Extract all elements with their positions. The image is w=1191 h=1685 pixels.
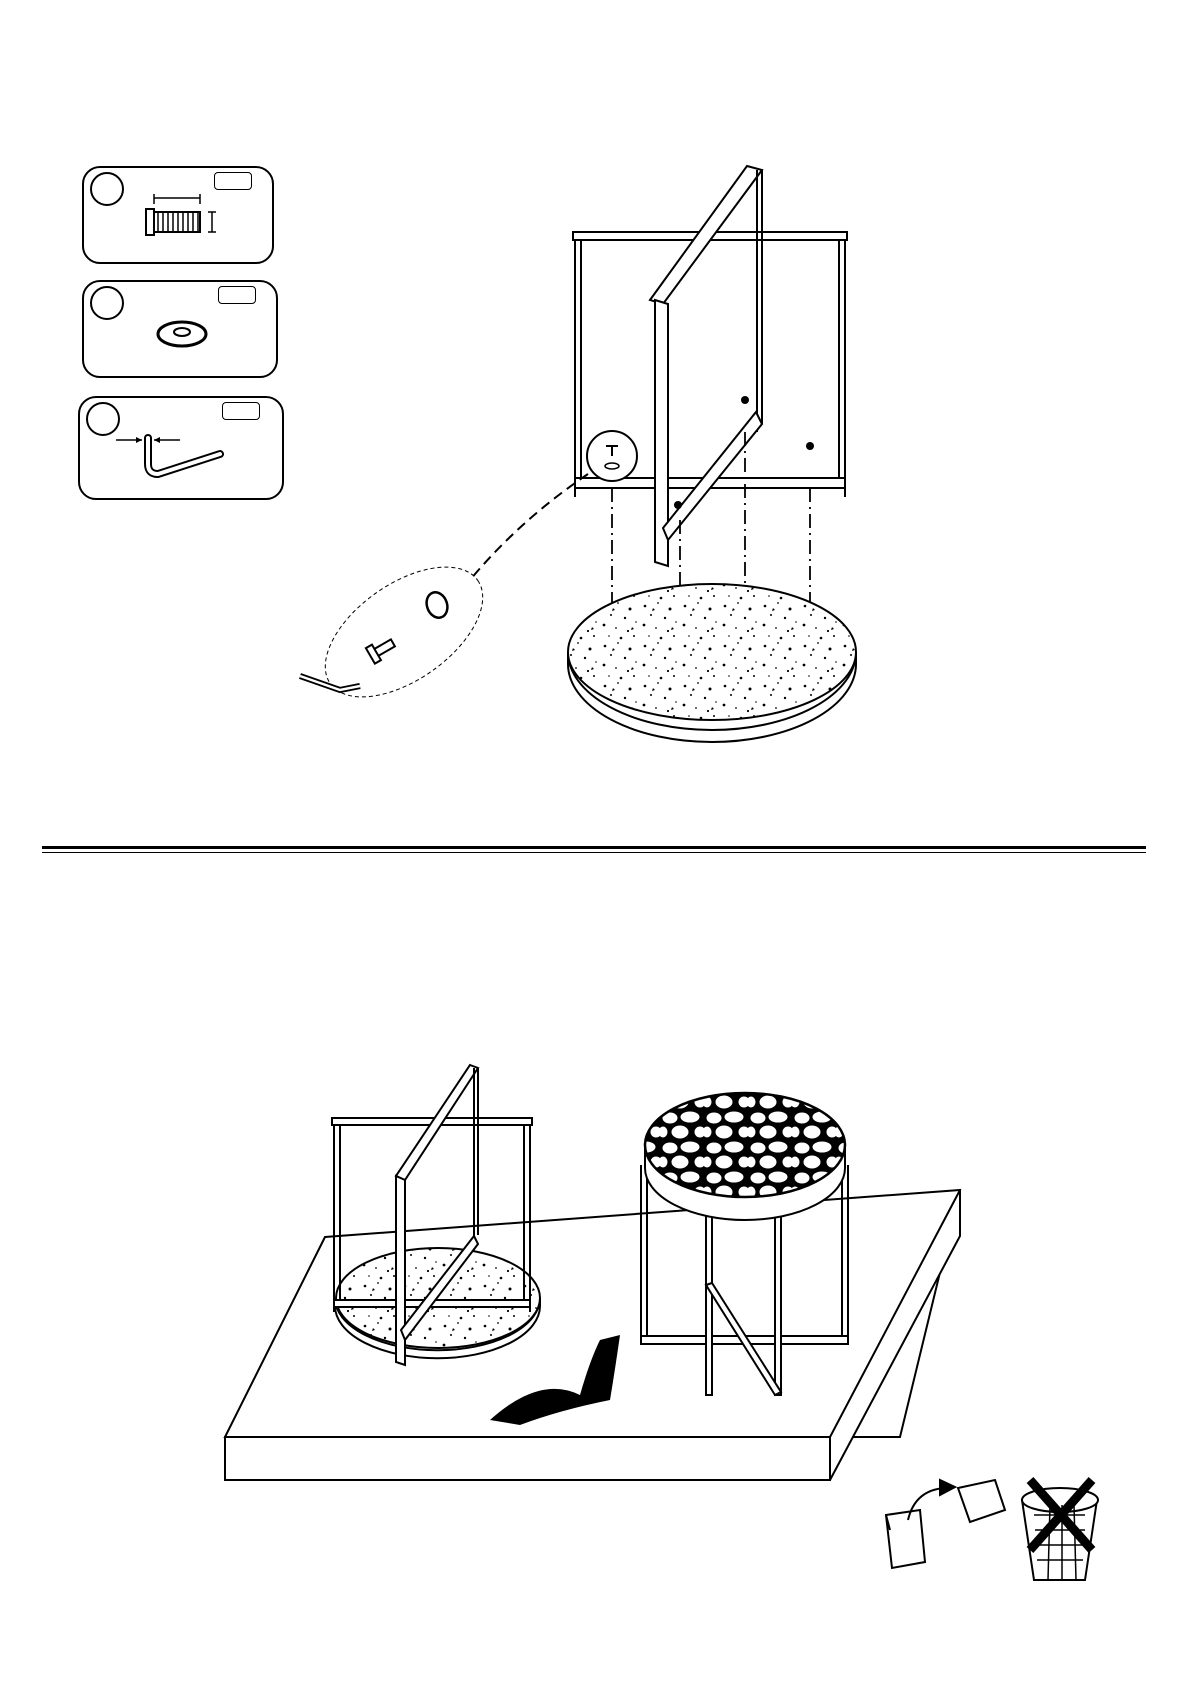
step2-platform: [225, 1190, 960, 1480]
bolt-icon: [366, 635, 398, 664]
step1-frame: [573, 166, 847, 566]
step1-bolts: [610, 396, 814, 509]
step2-upside-down-table: [332, 1065, 540, 1365]
recycle-packaging-icon: [886, 1480, 1005, 1568]
step1-tabletop: [568, 584, 856, 742]
washer-icon: [423, 589, 451, 620]
no-waste-bin-icon: [1022, 1480, 1098, 1580]
